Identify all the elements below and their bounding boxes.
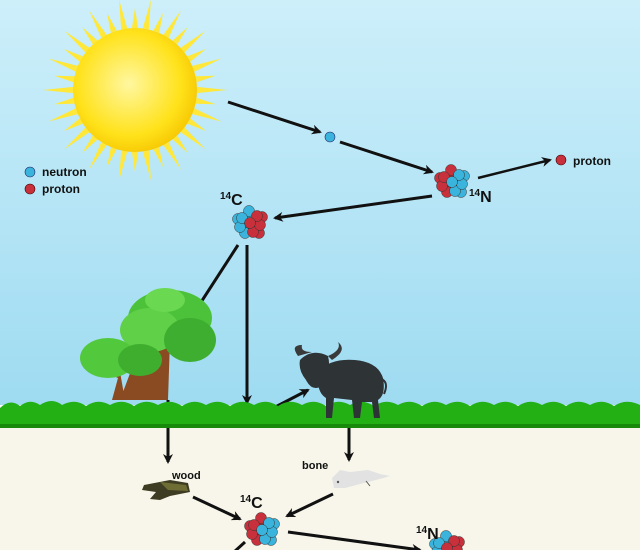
sun-ray [153, 12, 164, 33]
sun-ray [180, 30, 206, 53]
sun-ray [63, 49, 83, 62]
proton-particle [251, 210, 263, 222]
neutron-legend-icon [24, 166, 36, 178]
sun-ray [54, 97, 75, 105]
legend-proton: proton [42, 182, 80, 196]
sun-ray [89, 142, 107, 170]
c14-label-top: 14C [220, 191, 243, 209]
carbon-14-nucleus-top [232, 205, 268, 239]
sun-ray [180, 127, 206, 150]
legend: neutron proton [24, 165, 87, 196]
sun-ray [142, 150, 151, 181]
sun-ray [163, 10, 181, 38]
ground [0, 425, 640, 550]
sun-ray [54, 75, 75, 83]
mass-number: 14 [469, 188, 481, 199]
legend-neutron: neutron [42, 165, 87, 179]
neutron-particle [324, 131, 336, 143]
wood-label: wood [171, 470, 201, 482]
mass-number: 14 [240, 494, 252, 505]
proton-label: proton [573, 154, 611, 168]
sun-ray [119, 150, 128, 181]
proton-particle [448, 535, 460, 547]
arrow-wood-to-carbon [192, 495, 242, 521]
sun-ray [172, 135, 188, 153]
element-symbol: C [231, 192, 243, 209]
proton-particle [555, 154, 567, 166]
n14-label-top: 14N [469, 188, 492, 206]
sun-ray [195, 97, 216, 105]
sun-ray [195, 75, 216, 83]
sun-ray [163, 142, 181, 170]
bone-label: bone [302, 460, 328, 472]
sun-ray [64, 30, 90, 53]
mass-number: 14 [220, 191, 232, 202]
sun-ray [48, 108, 78, 122]
element-symbol: C [251, 495, 263, 512]
arrow-bone-to-carbon [285, 492, 334, 518]
c14-label-bottom: 14C [240, 494, 263, 512]
carbon-14-nucleus-bottom [244, 512, 280, 546]
sun-icon [43, 0, 227, 181]
neutron-particle [446, 176, 458, 188]
sun-ray [48, 58, 78, 72]
bone-icon [332, 470, 390, 488]
n14-label-bottom: 14N [416, 525, 439, 543]
sun-ray [89, 10, 107, 38]
sun-ray [187, 118, 207, 131]
neutron-particle [256, 524, 268, 536]
arrow-neutron-to-nitrogen [339, 140, 434, 175]
sun-ray [153, 147, 164, 168]
grass-strip [0, 401, 640, 428]
nitrogen-14-nucleus-bottom [429, 530, 465, 550]
nitrogen-14-nucleus-top [434, 164, 470, 198]
sun-ray [82, 27, 98, 45]
sun-ray [192, 58, 222, 72]
sun-ray [119, 0, 128, 30]
tree-icon [80, 288, 216, 400]
arrow-sun-to-neutron [227, 100, 322, 135]
arrow-carbon-to-nitrogen [287, 530, 422, 550]
element-symbol: N [480, 189, 492, 206]
sun-ray [64, 127, 90, 150]
arrow-nitrogen-to-carbon [273, 194, 433, 222]
arrow-carbon-down [233, 540, 247, 550]
sun-ray [43, 86, 74, 94]
mass-number: 14 [416, 525, 428, 536]
wood-icon [142, 480, 190, 500]
grass-edge [0, 424, 640, 428]
sun-ray [192, 108, 222, 122]
proton-particle [244, 217, 256, 229]
buffalo-icon [294, 342, 387, 418]
sun-ray [196, 86, 227, 94]
sun-ray [131, 8, 139, 29]
sun-ray [106, 12, 117, 33]
sun-ray [172, 27, 188, 45]
element-symbol: N [427, 526, 439, 543]
neutron-particle [453, 169, 465, 181]
proton-particle [441, 542, 453, 550]
neutron-particle [263, 517, 275, 529]
arrow-to-proton [477, 157, 552, 180]
sun-ray [63, 118, 83, 131]
sun-ray [142, 0, 151, 30]
proton-legend-icon [24, 183, 36, 195]
sun-ray [106, 147, 117, 168]
sun-ray [131, 151, 139, 172]
sun-ray [187, 49, 207, 62]
sun-ray [82, 135, 98, 153]
